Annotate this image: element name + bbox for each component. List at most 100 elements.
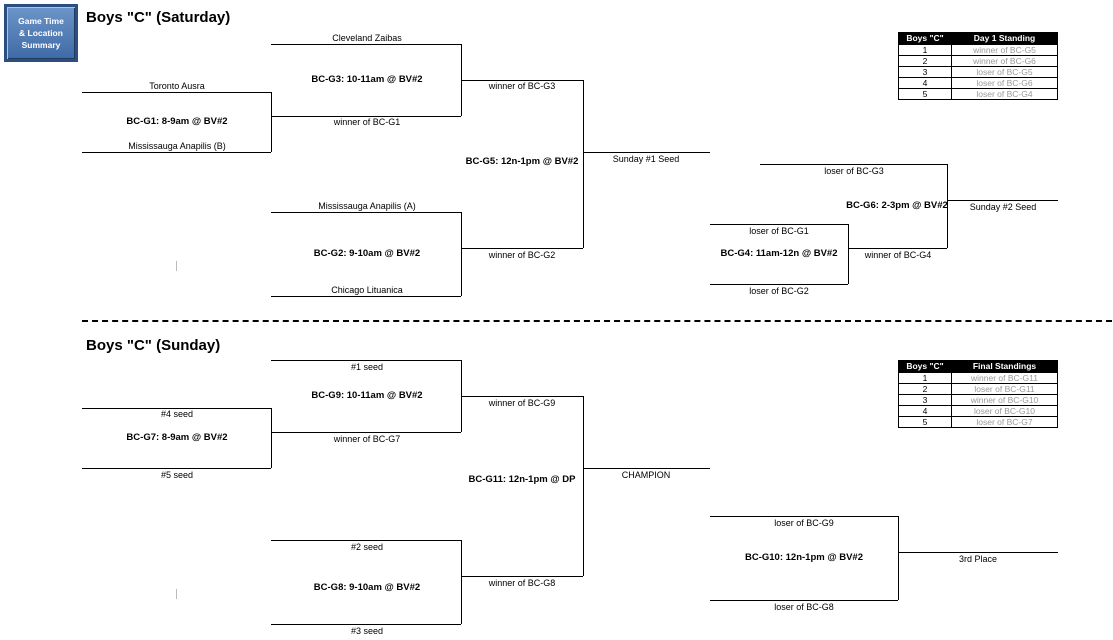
- g11-top-line: [461, 396, 583, 397]
- g1-game-label: BC-G1: 8-9am @ BV#2: [126, 116, 228, 127]
- g7-bottom-line: [82, 468, 271, 469]
- day-divider: [82, 320, 1112, 322]
- g8-top-team: #2 seed: [350, 542, 384, 552]
- g6-bottom-line: [848, 248, 947, 249]
- standings-team: loser of BC-G7: [951, 416, 1058, 428]
- g6-result: Sunday #2 Seed: [969, 202, 1037, 212]
- standings-row: 5 loser of BC-G4: [898, 88, 1058, 100]
- g2-bottom-line: [271, 296, 461, 297]
- g3-top-team: Cleveland Zaibas: [332, 33, 402, 43]
- g5-bottom-line: [461, 248, 583, 249]
- g8-connector: [461, 540, 462, 624]
- g10-bottom-team: loser of BC-G8: [774, 602, 834, 612]
- standings-rank: 1: [898, 372, 952, 384]
- g5-bottom-team: winner of BC-G2: [488, 250, 556, 260]
- g7-bottom-team: #5 seed: [160, 470, 194, 480]
- standings-team: winner of BC-G10: [951, 394, 1058, 406]
- g9-top-team: #1 seed: [350, 362, 384, 372]
- g11-bottom-line: [461, 576, 583, 577]
- standings-row: 5 loser of BC-G7: [898, 416, 1058, 428]
- standings-row: 1 winner of BC-G5: [898, 44, 1058, 56]
- g8-bottom-team: #3 seed: [350, 626, 384, 636]
- standings-team: loser of BC-G10: [951, 405, 1058, 417]
- standings-rank: 5: [898, 88, 952, 100]
- g11-game-label: BC-G11: 12n-1pm @ DP: [468, 474, 576, 485]
- standings-team: loser of BC-G5: [951, 66, 1058, 78]
- g6-connector: [947, 164, 948, 248]
- g11-result-line: [583, 468, 710, 469]
- g1-connector: [271, 92, 272, 152]
- g5-result: Sunday #1 Seed: [612, 154, 680, 164]
- g1-top-line: [82, 92, 271, 93]
- g2-bottom-team: Chicago Lituanica: [331, 285, 403, 295]
- g6-game-label: BC-G6: 2-3pm @ BV#2: [846, 200, 948, 211]
- g6-game-clip: BC-G6: 2-3pm @ BV#2: [846, 198, 948, 214]
- g11-connector: [583, 396, 584, 576]
- standings-row: 3 winner of BC-G10: [898, 394, 1058, 406]
- g10-result: 3rd Place: [958, 554, 998, 564]
- g11-top-team: winner of BC-G9: [488, 398, 556, 408]
- g7-connector: [271, 408, 272, 468]
- standings-team: loser of BC-G6: [951, 77, 1058, 89]
- g6-bottom-team: winner of BC-G4: [864, 250, 932, 260]
- g10-top-team: loser of BC-G9: [774, 518, 834, 528]
- g5-top-team: winner of BC-G3: [488, 81, 556, 91]
- cell-marker: [176, 261, 177, 271]
- standings-row: 4 loser of BC-G6: [898, 77, 1058, 89]
- g4-connector: [848, 224, 849, 284]
- standings-team: winner of BC-G5: [951, 44, 1058, 56]
- g8-bottom-line: [271, 624, 461, 625]
- standings-team: loser of BC-G4: [951, 88, 1058, 100]
- g11-result: CHAMPION: [621, 470, 671, 480]
- game-time-location-summary-button[interactable]: Game Time & Location Summary: [4, 4, 78, 62]
- standings-rank: 3: [898, 394, 952, 406]
- sunday-title: Boys "C" (Sunday): [86, 337, 221, 354]
- g2-connector: [461, 212, 462, 296]
- standings-header-title: Day 1 Standing: [951, 32, 1058, 45]
- standings-team: winner of BC-G6: [951, 55, 1058, 67]
- g8-game-label: BC-G8: 9-10am @ BV#2: [313, 582, 421, 593]
- g5-game-label: BC-G5: 12n-1pm @ BV#2: [465, 156, 579, 167]
- g6-result-line: [947, 200, 1058, 201]
- g6-top-team: loser of BC-G3: [824, 166, 884, 176]
- g10-bottom-line: [710, 600, 898, 601]
- standings-rank: 2: [898, 55, 952, 67]
- standings-rank: 2: [898, 383, 952, 395]
- final-standings-table: Boys "C" Final Standings 1 winner of BC-…: [898, 360, 1058, 428]
- g7-top-team: #4 seed: [160, 409, 194, 419]
- g10-connector: [898, 516, 899, 600]
- g4-bottom-team: loser of BC-G2: [749, 286, 809, 296]
- g4-top-team: loser of BC-G1: [749, 226, 809, 236]
- standings-rank: 4: [898, 405, 952, 417]
- g1-bottom-line: [82, 152, 271, 153]
- g10-top-line: [710, 516, 898, 517]
- standings-header-division: Boys "C": [898, 32, 952, 45]
- standings-team: winner of BC-G11: [951, 372, 1058, 384]
- standings-rank: 4: [898, 77, 952, 89]
- standings-row: 3 loser of BC-G5: [898, 66, 1058, 78]
- g4-game-label: BC-G4: 11am-12n @ BV#2: [720, 248, 838, 259]
- g10-result-line: [898, 552, 1058, 553]
- g11-bottom-team: winner of BC-G8: [488, 578, 556, 588]
- g5-game-clip: BC-G5: 12n-1pm @ BV#2: [462, 152, 583, 168]
- g9-game-label: BC-G9: 10-11am @ BV#2: [311, 390, 423, 401]
- g3-bottom-line: [271, 116, 461, 117]
- g8-top-line: [271, 540, 461, 541]
- standings-rank: 3: [898, 66, 952, 78]
- g10-game-label: BC-G10: 12n-1pm @ BV#2: [744, 552, 864, 563]
- g2-top-team: Mississauga Anapilis (A): [318, 201, 416, 211]
- standings-header-division: Boys "C": [898, 360, 952, 373]
- cell-marker: [176, 589, 177, 599]
- g5-result-line: [583, 152, 710, 153]
- g9-bottom-team: winner of BC-G7: [333, 434, 401, 444]
- saturday-title: Boys "C" (Saturday): [86, 9, 231, 26]
- standings-rank: 1: [898, 44, 952, 56]
- g3-bottom-team: winner of BC-G1: [333, 117, 401, 127]
- g2-top-line: [271, 212, 461, 213]
- standings-rank: 5: [898, 416, 952, 428]
- summary-button-label: Game Time & Location Summary: [18, 16, 64, 50]
- g1-top-team: Toronto Ausra: [149, 81, 205, 91]
- g9-bottom-line: [271, 432, 461, 433]
- g5-top-line: [461, 80, 583, 81]
- standings-row: 4 loser of BC-G10: [898, 405, 1058, 417]
